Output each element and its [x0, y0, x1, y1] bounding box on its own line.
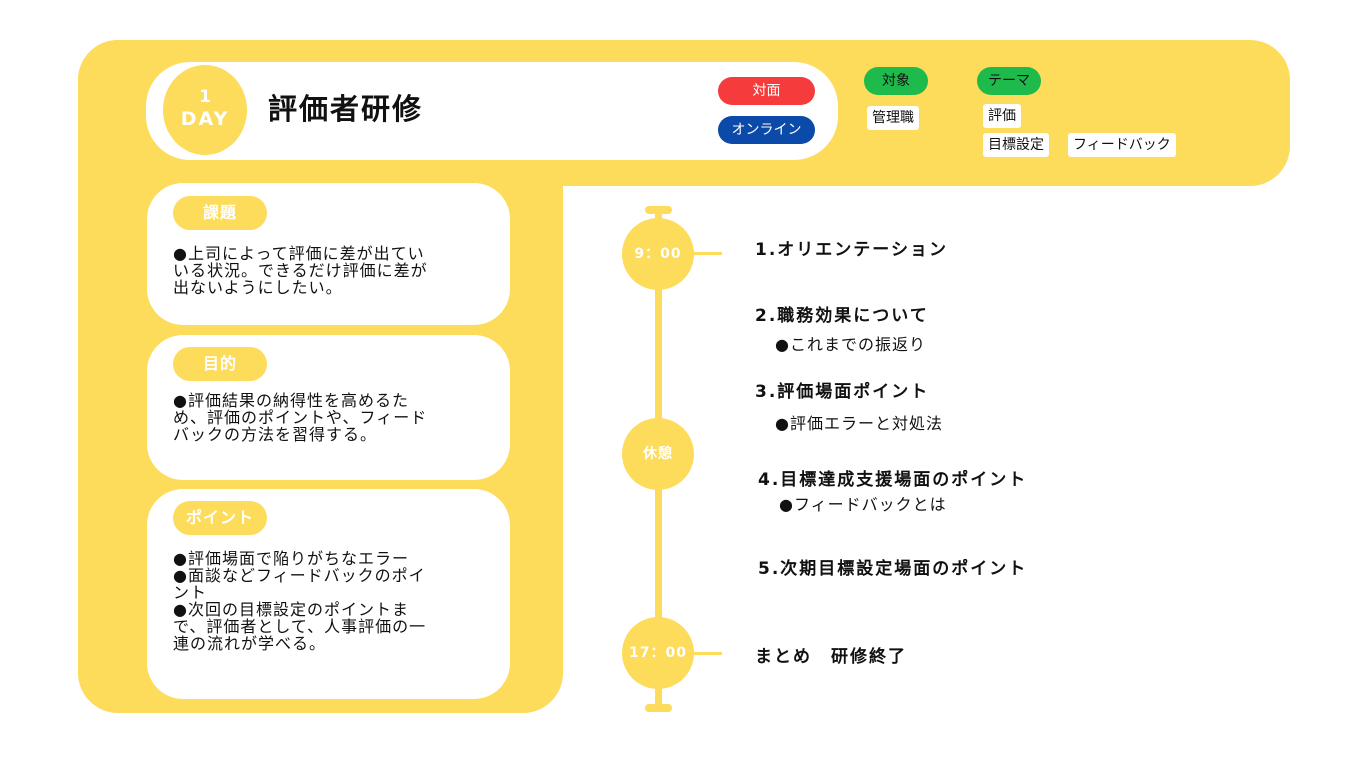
points-line: ●面談などフィードバックのポイ — [173, 566, 426, 585]
format-in-person-badge: 対面 — [718, 77, 815, 105]
purpose-line: め、評価のポイントや、フィード — [173, 408, 428, 427]
schedule-closing: まとめ 研修終了 — [755, 647, 907, 667]
theme-tag-goal-setting: 目標設定 — [983, 133, 1049, 157]
issue-line: ●上司によって評価に差が出てい — [173, 244, 425, 263]
timeline-node-break: 休憩 — [622, 418, 694, 490]
schedule-item-4: 4.目標達成支援場面のポイント — [758, 470, 1028, 490]
timeline-cap-top — [645, 206, 672, 214]
purpose-line: バックの方法を習得する。 — [173, 425, 378, 444]
day-badge: 1 DAY — [163, 65, 247, 155]
issue-card: 課題 ●上司によって評価に差が出てい いる状況。できるだけ評価に差が 出ないよう… — [147, 183, 510, 325]
day-number: 1 — [199, 87, 211, 107]
timeline-connector-start — [690, 252, 722, 255]
schedule-item-3: 3.評価場面ポイント — [755, 382, 930, 402]
target-label-tag: 対象 — [864, 67, 928, 95]
timeline-cap-bottom — [645, 704, 672, 712]
schedule-item-4-sub: ●フィードバックとは — [779, 495, 947, 514]
format-online-badge: オンライン — [718, 116, 815, 144]
purpose-text: ●評価結果の納得性を高めるた め、評価のポイントや、フィード バックの方法を習得… — [173, 392, 492, 443]
points-line: ●次回の目標設定のポイントま — [173, 600, 409, 619]
points-label: ポイント — [173, 501, 267, 535]
schedule-item-1: 1.オリエンテーション — [755, 240, 948, 260]
points-card: ポイント ●評価場面で陥りがちなエラー ●面談などフィードバックのポイ ント ●… — [147, 489, 510, 699]
timeline-node-end: 17：00 — [622, 617, 694, 689]
schedule-item-2: 2.職務効果について — [755, 306, 929, 326]
points-line: で、評価者として、人事評価の一 — [173, 617, 427, 636]
timeline-connector-end — [690, 652, 722, 655]
purpose-card: 目的 ●評価結果の納得性を高めるた め、評価のポイントや、フィード バックの方法… — [147, 335, 510, 480]
purpose-label: 目的 — [173, 347, 267, 381]
points-line: 連の流れが学べる。 — [173, 634, 327, 653]
day-label: DAY — [180, 108, 230, 130]
issue-line: いる状況。できるだけ評価に差が — [173, 261, 428, 280]
issue-text: ●上司によって評価に差が出てい いる状況。できるだけ評価に差が 出ないようにした… — [173, 245, 492, 296]
points-line: ント — [173, 583, 208, 602]
schedule-item-3-sub: ●評価エラーと対処法 — [775, 414, 943, 433]
header-card — [146, 62, 838, 160]
theme-tag-feedback: フィードバック — [1068, 133, 1176, 157]
schedule-item-5: 5.次期目標設定場面のポイント — [758, 559, 1028, 579]
timeline-node-start: 9：00 — [622, 218, 694, 290]
issue-label: 課題 — [173, 196, 267, 230]
theme-label-tag: テーマ — [977, 67, 1041, 95]
purpose-line: ●評価結果の納得性を高めるた — [173, 391, 409, 410]
points-text: ●評価場面で陥りがちなエラー ●面談などフィードバックのポイ ント ●次回の目標… — [173, 550, 492, 652]
schedule-item-2-sub: ●これまでの振返り — [775, 335, 926, 354]
points-line: ●評価場面で陥りがちなエラー — [173, 549, 409, 568]
issue-line: 出ないようにしたい。 — [173, 278, 343, 297]
page-title: 評価者研修 — [268, 92, 424, 126]
theme-tag-evaluation: 評価 — [983, 104, 1021, 128]
target-value-tag: 管理職 — [867, 106, 919, 130]
